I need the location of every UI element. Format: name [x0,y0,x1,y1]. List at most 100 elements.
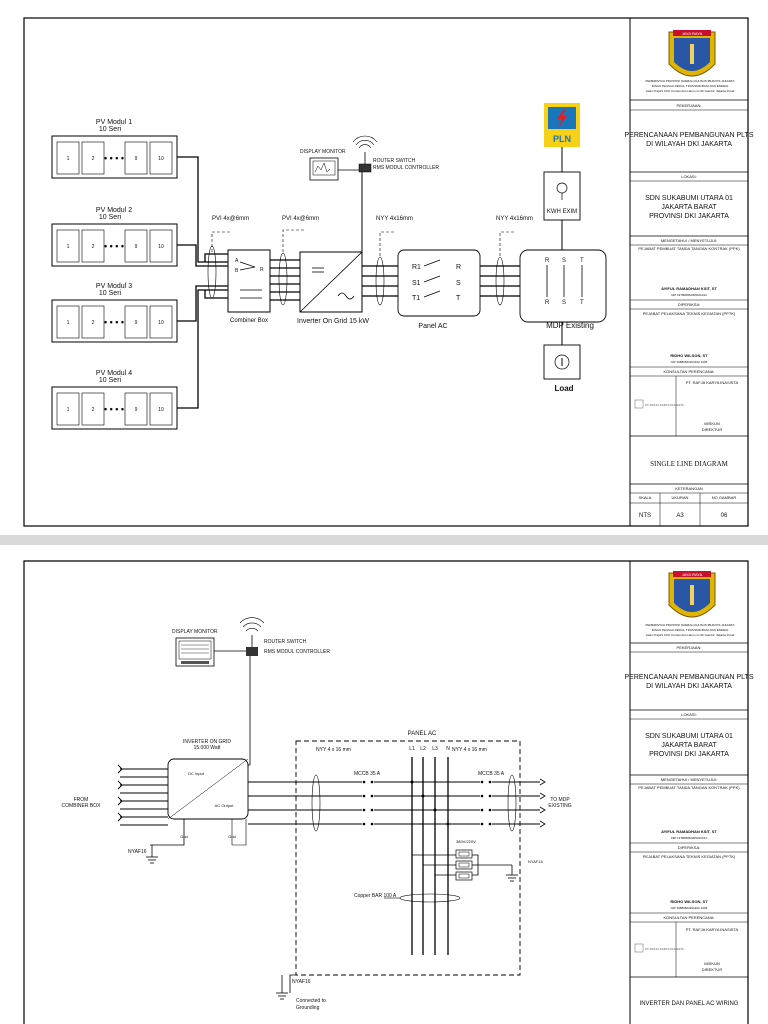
combiner-label: Combiner Box [230,318,268,324]
sheet-single-line-diagram: PV Modul 1 10 Seri 1 2 9 10 • • • • PV M… [23,17,754,527]
pv-module-sub: 10 Seri [99,126,122,133]
pekerjaan-label: PEKERJAAN: [677,645,702,650]
agency-line-2: DINAS TENAGA KERJA, TRANSMIGRASI DAN ENE… [652,84,729,88]
combiner-b: B [235,268,239,274]
combiner-box: A B R Combiner Box [227,249,271,324]
diperiksa-label: DIPERIKSA: [678,302,700,307]
panel-r1: R1 [412,264,421,271]
mccb-left-label: MCCB 35 A [354,771,381,777]
signer-role: DIREKTUR [702,427,723,432]
ukuran-value: A3 [676,513,684,519]
combiner-a: A [235,258,239,264]
sheet2-frame [23,560,749,1024]
ppk-role: PEJABAT PEMBUAT TANDA TANGAN KONTRAK (PP… [638,246,740,251]
cell-label: 1 [67,244,70,250]
inverter-title: INVERTER ON GRID [183,739,231,745]
mdp-t-bottom: T [580,300,584,306]
mengetahui-label: MENGETAHUI / MENYETUJUI: [661,238,717,243]
title-block-1: JAYA RAYA PEMERINTAH PROVINSI DAERAH KHU… [624,30,754,526]
ukuran-label: UKURAN [672,495,689,500]
cable-label-nyy-1: NYY 4x16mm [376,216,413,222]
ppk-role: PEJABAT PEMBUAT TANDA TANGAN KONTRAK (PP… [638,785,740,790]
dc-cable [270,259,300,301]
cell-label: 10 [158,244,164,250]
cell-label: 1 [67,407,70,413]
combiner-label: COMBINER BOX [62,803,102,809]
firm-logo-2: PT RAFJA KARYA INASISTA [634,943,684,953]
busbars: L1 L2 L3 N [409,746,450,955]
cell-label: 10 [158,320,164,326]
skala-value: NTS [639,513,651,519]
signer-name: MISKUN [704,421,720,426]
display-monitor-label: DISPLAY MONITOR [172,629,218,635]
mdp-r-top: R [545,258,550,264]
cell-label: 9 [135,407,138,413]
sheet2-title: INVERTER DAN PANEL AC WIRING [640,1001,739,1007]
pv-module-title: PV Modul 1 [96,119,132,126]
location-1: SDN SUKABUMI UTARA 01 [645,195,733,202]
svg-text:• • • •: • • • • [104,404,124,414]
copper-bar-label: Copper BAR 100 A [354,893,397,899]
cell-label: 10 [158,407,164,413]
svg-text:• • • •: • • • • [104,153,124,163]
ground-symbol-left [146,845,158,864]
sheet-separator [0,535,768,545]
surge-arrester: 380V/220V NYAF16 [412,839,544,882]
signer-role: DIREKTUR [702,967,723,972]
cell-label: 9 [135,156,138,162]
svg-text:• • • •: • • • • [104,317,124,327]
pv-module-sub: 10 Seri [99,377,122,384]
keterangan-label: KETERANGAN [675,486,703,491]
mdp-r-bottom: R [545,300,550,306]
cell-label: 2 [92,244,95,250]
cell-label: 9 [135,244,138,250]
ground-symbol-bottom [276,992,288,1000]
kwh-label: KWH EXIM [547,209,577,215]
lokasi-label: LOKASI: [681,174,697,179]
jakarta-emblem: JAYA RAYA [668,30,716,77]
agency-line-1: PEMERINTAH PROVINSI DAERAH KHUSUS IBUKOT… [646,79,735,83]
phase-l3: L3 [432,746,438,752]
mdp-t-top: T [580,258,584,264]
nyaf-left-label: NYAF16 [128,849,147,855]
display-monitor: DISPLAY MONITOR [300,149,346,181]
mengetahui-label: MENGETAHUI / MENYETUJUI: [661,777,717,782]
nyaf-right-label: NYAF16 [528,859,544,864]
ac-cable-2 [480,265,522,297]
nyy-right-label: NYY 4 x 16 mm [452,747,487,753]
combiner-r: R [260,267,264,273]
existing-label: EXISTING [548,803,571,809]
location-1: SDN SUKABUMI UTARA 01 [645,733,733,740]
skala-label: SKALA [639,495,652,500]
panel-r: R [456,264,461,271]
pv-wiring [177,156,228,409]
pv-module-sub: 10 Seri [99,214,122,221]
pptk-name: RIDHO WILSON, ST [670,899,708,904]
inverter: Inverter On Grid 15 kW [297,251,369,325]
rms-label: RMS MODUL CONTROLLER [373,165,439,171]
router-label: ROUTER SWITCH [264,639,307,645]
cell-label: 9 [135,320,138,326]
load: Load [543,344,581,393]
load-label: Load [554,384,573,393]
ppk-nip: NIP 197808052005011014 [671,836,707,840]
firm-logo-text: PT RAFJA KARYA INASISTA [645,947,684,951]
panel-ac-label: PANEL AC [408,731,437,737]
inverter-sub: 15.000 Watt [194,745,221,751]
lokasi-label: LOKASI: [681,712,697,717]
panel-ac: R1 S1 T1 R S T Panel AC [397,249,481,330]
cell-label: 2 [92,407,95,413]
pptk-role: PEJABAT PELAKSANA TEKNIS KEGIATAN (PPTK) [643,854,736,859]
signer-name: MISKUN [704,961,720,966]
phase-l1: L1 [409,746,415,752]
location-3: PROVINSI DKI JAKARTA [649,213,729,220]
grounding-label: Grounding [296,1005,320,1011]
project-title-1: PERENCANAAN PEMBANGUNAN PLTS [624,132,753,139]
cable-label-pvi-1: PVI 4x@6mm [212,216,249,222]
project-title-2: DI WILAYAH DKI JAKARTA [646,141,732,148]
agency-line-3: Jalan Prajurit KKO Usman dan Harun no 52… [646,89,735,93]
firm-logo-text: PT RAFJA KARYA INASISTA [645,403,684,407]
mdp-label: MDP Existing [546,321,594,330]
breaker-contacts [362,780,492,826]
no-gambar-value: 06 [721,513,728,519]
